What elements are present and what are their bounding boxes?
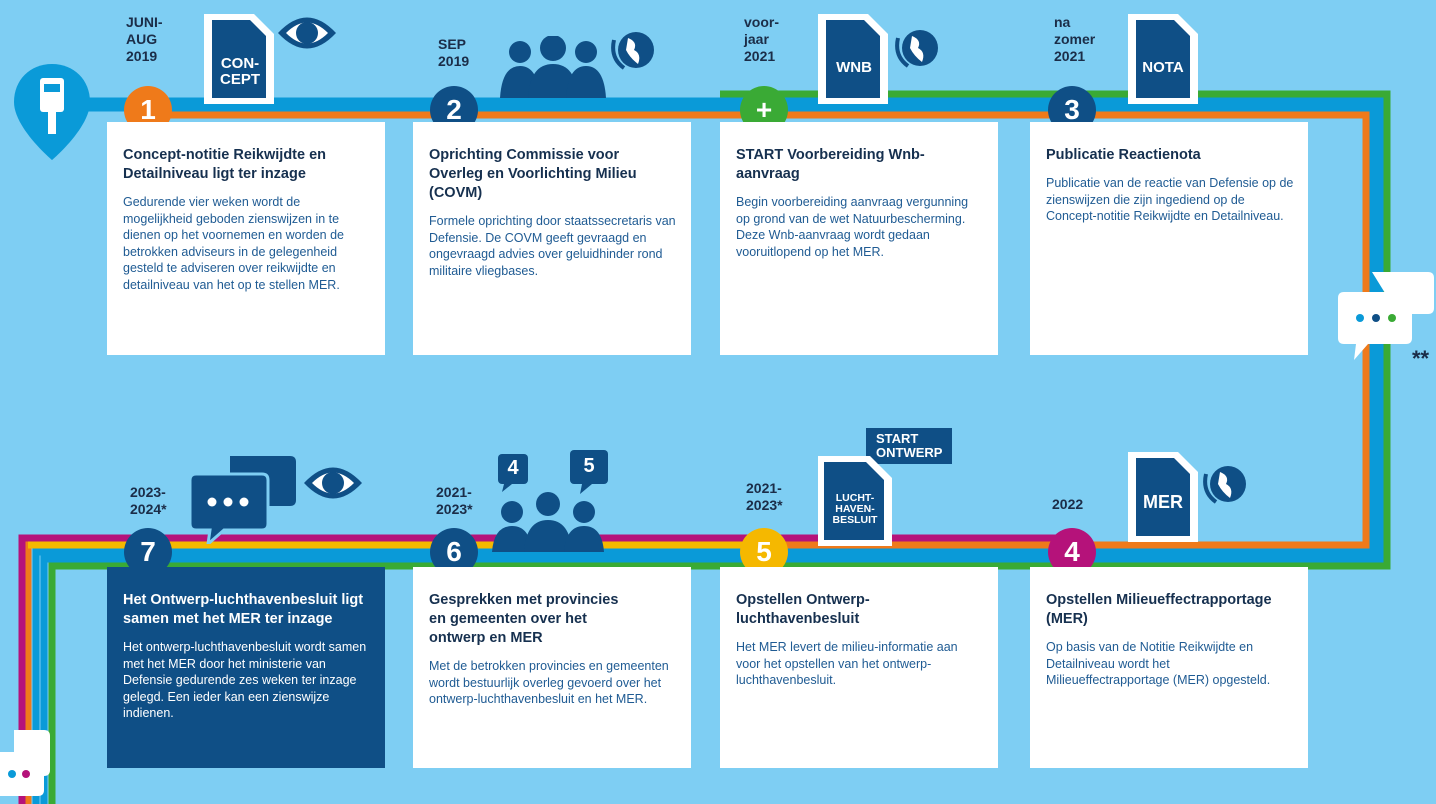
document-mer-label: MER bbox=[1143, 492, 1183, 512]
track-orange bbox=[24, 111, 1370, 804]
asterisks: ** bbox=[1412, 346, 1430, 371]
start-ontwerp-label: START ONTWERP bbox=[866, 428, 953, 464]
step-2-card: Oprichting Commissie voor Overleg en Voo… bbox=[413, 122, 691, 355]
track-magenta bbox=[18, 534, 1070, 804]
globe-icon-2 bbox=[895, 30, 938, 68]
step-1-title: Concept-notitie Reikwijdte en Detailnive… bbox=[123, 147, 327, 182]
step-3-text: Publicatie van de reactie van Defensie o… bbox=[1046, 176, 1294, 223]
step-4-card: Opstellen Milieueffectrapportage (MER) O… bbox=[1030, 567, 1308, 768]
step-plus-title: START Voorbereiding Wnb-aanvraag bbox=[736, 147, 925, 182]
step-3-title: Publicatie Reactienota bbox=[1046, 147, 1201, 163]
date-step-5: 2021-2023* bbox=[746, 480, 783, 513]
track-blue-inner bbox=[32, 104, 1377, 804]
document-luchthavenbesluit-label: LUCHT- HAVEN- BESLUIT bbox=[832, 492, 878, 526]
document-luchthavenbesluit-icon bbox=[818, 456, 892, 546]
date-step-6: 2021-2023* bbox=[436, 484, 473, 517]
globe-icon bbox=[611, 32, 654, 70]
start-pin-icon bbox=[14, 64, 90, 160]
step-6-title: Gesprekken met provincies en gemeenten o… bbox=[429, 592, 619, 646]
step-2-title: Oprichting Commissie voor Overleg en Voo… bbox=[429, 147, 637, 201]
step-4-title: Opstellen Milieueffectrapportage (MER) bbox=[1046, 592, 1272, 627]
eye-icon-2 bbox=[304, 467, 362, 499]
document-concept-icon bbox=[204, 14, 274, 104]
step-5-title: Opstellen Ontwerp-luchthavenbesluit bbox=[736, 592, 870, 627]
people-icon-2 bbox=[492, 450, 608, 552]
globe-icon-3 bbox=[1203, 466, 1246, 504]
document-mer-icon bbox=[1128, 452, 1198, 542]
step-plus-text: Begin voorbereiding aanvraag vergunning … bbox=[736, 195, 969, 259]
date-step-7: 2023-2024* bbox=[130, 484, 167, 517]
step-3-card: Publicatie Reactienota Publicatie van de… bbox=[1030, 122, 1308, 355]
document-nota-icon bbox=[1128, 14, 1198, 104]
bubble-number-4: 4 bbox=[507, 457, 519, 479]
step-4-text: Op basis van de Notitie Reikwijdte en De… bbox=[1046, 640, 1271, 687]
step-plus-card: START Voorbereiding Wnb-aanvraag Begin v… bbox=[720, 122, 998, 355]
document-wnb-label: WNB bbox=[836, 59, 872, 76]
bubble-number-5: 5 bbox=[583, 455, 595, 477]
eye-icon bbox=[278, 17, 336, 49]
chat-icon bbox=[190, 456, 296, 544]
document-concept-label: CON- CEPT bbox=[219, 55, 260, 88]
track-blue-outer bbox=[40, 97, 1384, 804]
chat-bubble-icon bbox=[1338, 272, 1434, 360]
step-7-card: Het Ontwerp-luchthavenbesluit ligt samen… bbox=[107, 567, 385, 768]
document-nota-label: NOTA bbox=[1142, 59, 1184, 76]
step-7-text: Het ontwerp-luchthavenbesluit wordt same… bbox=[123, 640, 367, 720]
step-5-text: Het MER levert de milieu-informatie aan … bbox=[736, 640, 958, 687]
step-6-card: Gesprekken met provincies en gemeenten o… bbox=[413, 567, 691, 768]
step-6-text: Met de betrokken provincies en gemeenten… bbox=[429, 659, 669, 706]
document-wnb-icon bbox=[818, 14, 888, 104]
step-5-card: Opstellen Ontwerp-luchthavenbesluit Het … bbox=[720, 567, 998, 768]
step-2-text: Formele oprichting door staatssecretaris… bbox=[429, 214, 676, 278]
step-1-text: Gedurende vier weken wordt de mogelijkhe… bbox=[123, 195, 344, 292]
chat-bubble-icon-bottom bbox=[0, 730, 50, 796]
people-icon bbox=[500, 36, 606, 98]
date-step-4: 2022 bbox=[1052, 496, 1084, 512]
step-1-card: Concept-notitie Reikwijdte en Detailnive… bbox=[107, 122, 385, 355]
step-7-title: Het Ontwerp-luchthavenbesluit ligt samen… bbox=[123, 592, 364, 627]
